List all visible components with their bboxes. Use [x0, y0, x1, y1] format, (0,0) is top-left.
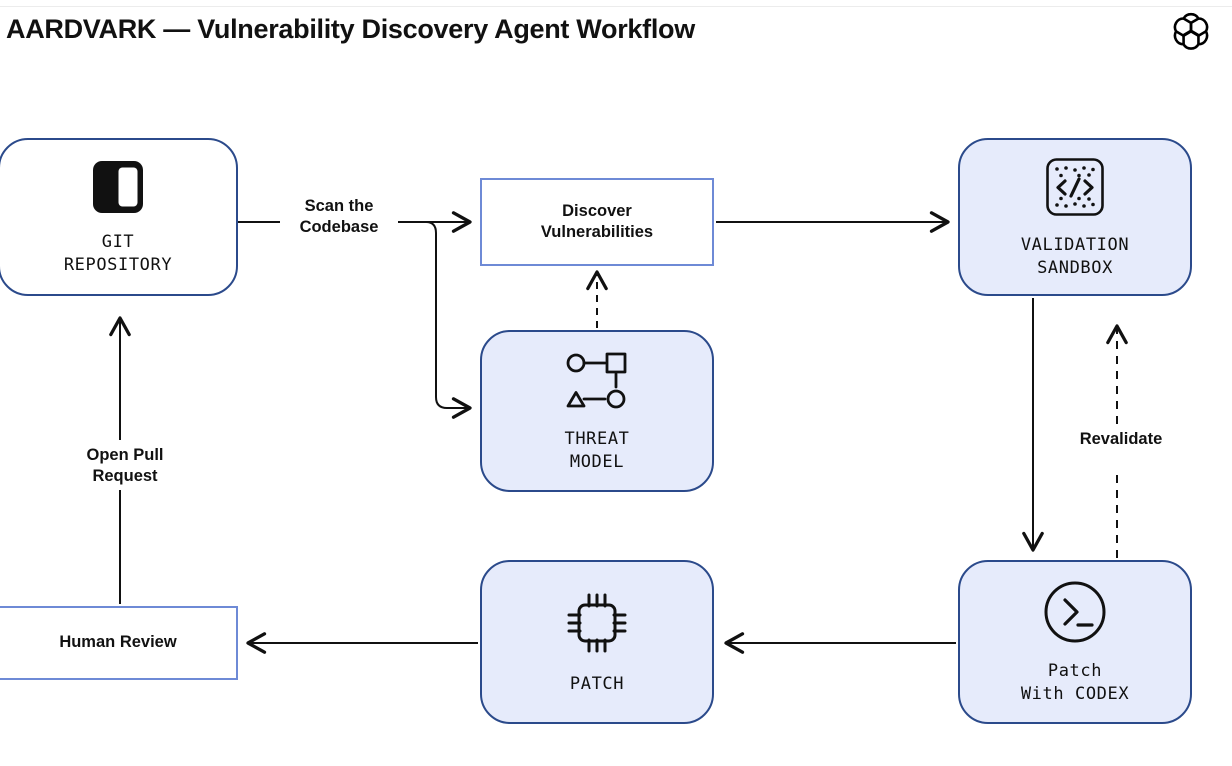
node-discover-vulnerabilities[interactable]: Discover Vulnerabilities [480, 178, 714, 266]
node-label-discover-vulnerabilities: Discover Vulnerabilities [540, 201, 654, 241]
node-git-repository[interactable]: GIT REPOSITORY [0, 138, 238, 296]
terminal-prompt-icon [1042, 579, 1108, 650]
node-label-patch-with-codex: Patch With CODEX [1020, 661, 1130, 704]
node-validation-sandbox[interactable]: VALIDATION SANDBOX [958, 138, 1192, 296]
edge-label-open-pull-request: Open Pull Request [60, 444, 190, 489]
node-label-git-repository: GIT REPOSITORY [63, 232, 173, 275]
code-brackets-icon [1043, 155, 1107, 224]
edge-label-scan-the-codebase: Scan the Codebase [280, 195, 398, 240]
node-label-threat-model: THREAT MODEL [564, 429, 630, 472]
node-patch-with-codex[interactable]: Patch With CODEX [958, 560, 1192, 724]
openai-logo [1166, 6, 1216, 56]
edge-label-revalidate: Revalidate [1053, 428, 1189, 452]
node-graph-icon [562, 349, 632, 418]
edge-scan-to-threat-model [422, 221, 472, 419]
node-label-human-review: Human Review [59, 633, 177, 652]
node-label-patch: PATCH [569, 674, 625, 695]
node-label-validation-sandbox: VALIDATION SANDBOX [1020, 235, 1130, 278]
header-divider [0, 6, 1232, 7]
page-header: AARDVARK — Vulnerability Discovery Agent… [0, 0, 1232, 62]
node-threat-model[interactable]: THREAT MODEL [480, 330, 714, 492]
page-title: AARDVARK — Vulnerability Discovery Agent… [6, 14, 695, 44]
node-human-review[interactable]: Human Review [0, 606, 238, 680]
chip-icon [562, 588, 632, 663]
node-patch[interactable]: PATCH [480, 560, 714, 724]
repository-book-icon [90, 158, 146, 221]
